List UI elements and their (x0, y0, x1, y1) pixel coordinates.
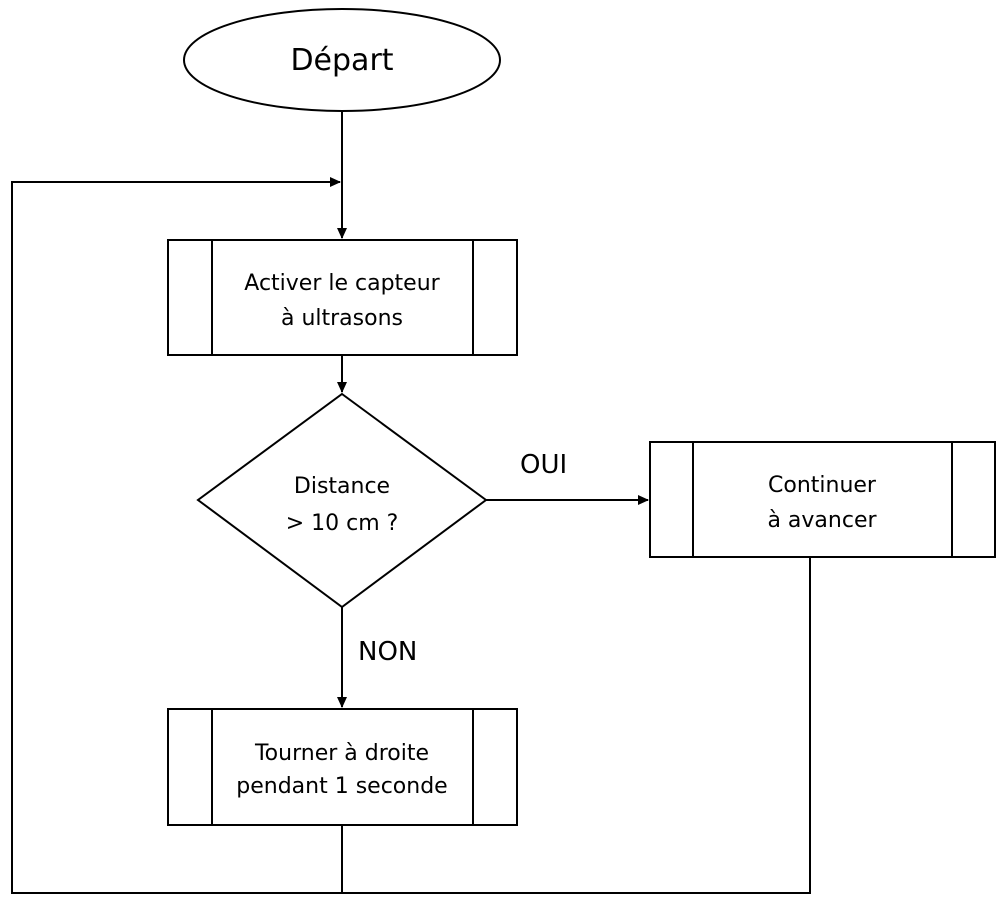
start-label: Départ (290, 43, 393, 78)
forward-process-box: Continuer à avancer (649, 441, 996, 558)
turn-label-line1: Tourner à droite (254, 741, 429, 766)
turn-process-box: Tourner à droite pendant 1 seconde (167, 708, 518, 826)
decision-label-line2: > 10 cm ? (286, 511, 399, 536)
no-label: NON (358, 637, 417, 667)
yes-label: OUI (520, 450, 567, 480)
loop-back-line (11, 177, 343, 894)
decision-diamond: Distance > 10 cm ? (196, 392, 488, 609)
forward-label-line2: à avancer (767, 508, 877, 533)
start-node: Départ (183, 8, 501, 112)
forward-return-line (342, 557, 811, 894)
sensor-label-line2: à ultrasons (281, 306, 403, 331)
sensor-label-line1: Activer le capteur (244, 271, 440, 296)
turn-label-line2: pendant 1 seconde (236, 774, 447, 799)
decision-label-line1: Distance (294, 474, 390, 499)
forward-label-line1: Continuer (768, 473, 877, 498)
sensor-process-box: Activer le capteur à ultrasons (167, 239, 518, 356)
